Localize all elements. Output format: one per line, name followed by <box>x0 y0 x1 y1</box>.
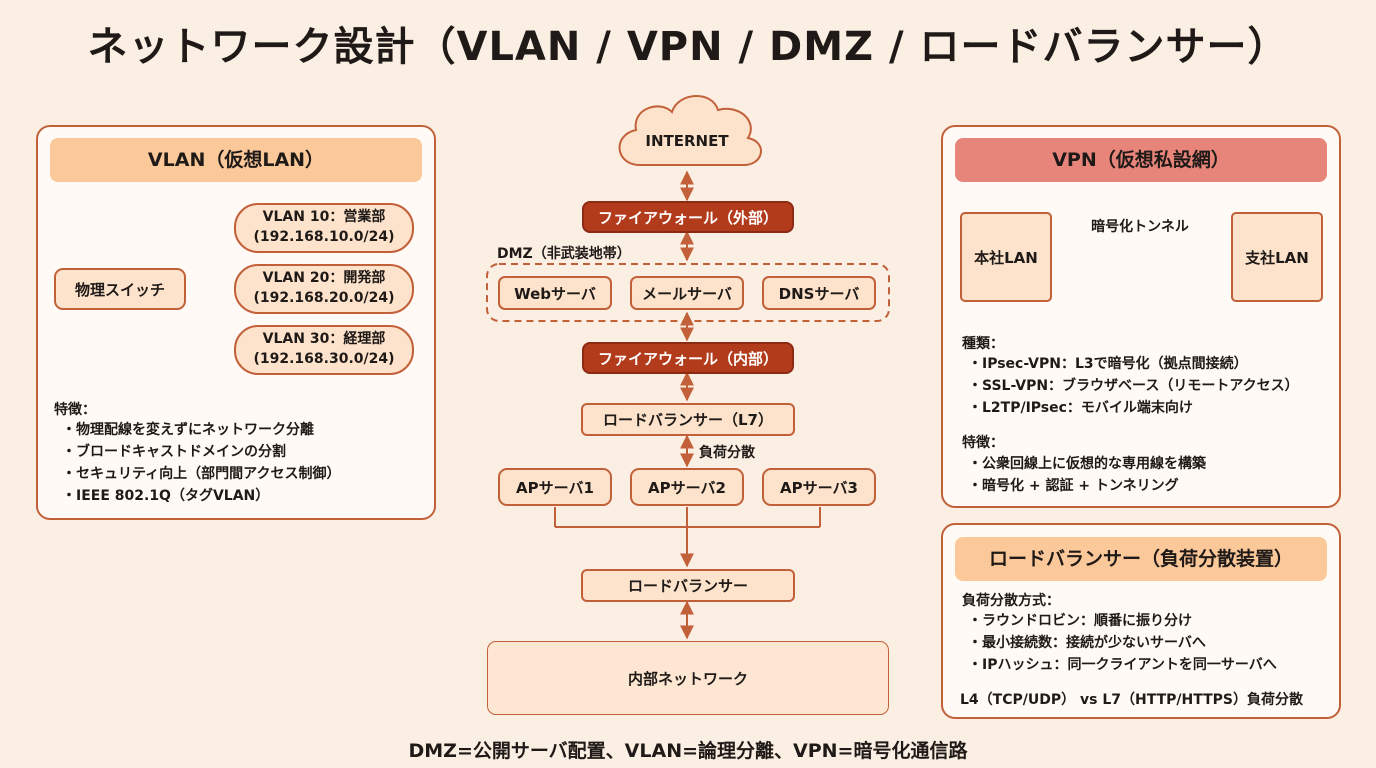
tunnel-label: 暗号化トンネル <box>1091 219 1189 235</box>
dns-server: DNSサーバ <box>762 276 876 310</box>
vpn-feature-item: ・公衆回線上に仮想的な専用線を構築 <box>968 456 1206 472</box>
physical-switch: 物理スイッチ <box>54 268 186 310</box>
vlan-30-name: VLAN 30：経理部 <box>262 331 386 347</box>
vlan-feature-item: ・セキュリティ向上（部門間アクセス制御） <box>62 466 341 482</box>
mail-server: メールサーバ <box>630 276 744 310</box>
vpn-panel <box>941 125 1341 508</box>
lb-method-item: ・最小接続数：接続が少ないサーバへ <box>968 635 1206 651</box>
lb-methods-title: 負荷分散方式： <box>962 593 1060 609</box>
ap-server-1: APサーバ1 <box>498 468 612 506</box>
dmz-label: DMZ（非武装地帯） <box>497 246 631 262</box>
vpn-feature-item: ・暗号化 + 認証 + トンネリング <box>968 478 1179 494</box>
lb-method-item: ・IPハッシュ：同一クライアントを同一サーバへ <box>968 657 1277 673</box>
dmz-zone <box>486 263 890 322</box>
vlan-10-node: VLAN 10：営業部 (192.168.10.0/24) <box>234 203 414 253</box>
vlan-30-node: VLAN 30：経理部 (192.168.30.0/24) <box>234 325 414 375</box>
load-balancer: ロードバランサー <box>581 569 795 602</box>
vpn-type-item: ・SSL-VPN：ブラウザベース（リモートアクセス） <box>968 378 1299 394</box>
firewall-inner: ファイアウォール（内部） <box>582 342 794 374</box>
vlan-feature-item: ・IEEE 802.1Q（タグVLAN） <box>62 488 270 504</box>
vlan-20-name: VLAN 20：開発部 <box>262 270 386 286</box>
vlan-panel <box>36 125 436 520</box>
internal-network: 内部ネットワーク <box>487 641 889 715</box>
vlan-feature-item: ・物理配線を変えずにネットワーク分離 <box>62 422 314 438</box>
vlan-20-subnet: (192.168.20.0/24) <box>253 290 395 306</box>
vlan-feature-item: ・ブロードキャストドメインの分割 <box>62 444 286 460</box>
web-server: Webサーバ <box>498 276 612 310</box>
internet-cloud <box>618 95 762 167</box>
vlan-20-node: VLAN 20：開発部 (192.168.20.0/24) <box>234 264 414 314</box>
vpn-features-title: 特徴： <box>962 435 1004 451</box>
lb-note: L4（TCP/UDP） vs L7（HTTP/HTTPS）負荷分散 <box>960 692 1303 708</box>
ap-server-2: APサーバ2 <box>630 468 744 506</box>
internet-label: INTERNET <box>645 132 729 150</box>
ap-server-3: APサーバ3 <box>762 468 876 506</box>
load-balancer-header: ロードバランサー（負荷分散装置） <box>955 537 1327 581</box>
vlan-30-subnet: (192.168.30.0/24) <box>253 351 395 367</box>
vpn-types-title: 種類： <box>962 336 1004 352</box>
branch-lan: 支社LAN <box>1231 212 1323 302</box>
vpn-header: VPN（仮想私設網） <box>955 138 1327 182</box>
center-flow-arrows <box>554 170 821 640</box>
footer-summary: DMZ=公開サーバ配置、VLAN=論理分離、VPN=暗号化通信路 <box>408 740 968 762</box>
load-balancer-l7: ロードバランサー（L7） <box>581 403 795 436</box>
firewall-outer: ファイアウォール（外部） <box>582 201 794 233</box>
vlan-features-title: 特徴： <box>54 402 96 418</box>
vlan-10-subnet: (192.168.10.0/24) <box>253 229 395 245</box>
vpn-type-item: ・L2TP/IPsec：モバイル端末向け <box>968 400 1193 416</box>
load-distribution-label: 負荷分散 <box>699 445 755 461</box>
page-title: ネットワーク設計（VLAN / VPN / DMZ / ロードバランサー） <box>87 24 1289 70</box>
hq-lan: 本社LAN <box>960 212 1052 302</box>
vpn-type-item: ・IPsec-VPN：L3で暗号化（拠点間接続） <box>968 356 1248 372</box>
vlan-header: VLAN（仮想LAN） <box>50 138 422 182</box>
lb-method-item: ・ラウンドロビン：順番に振り分け <box>968 613 1192 629</box>
vlan-10-name: VLAN 10：営業部 <box>262 209 386 225</box>
